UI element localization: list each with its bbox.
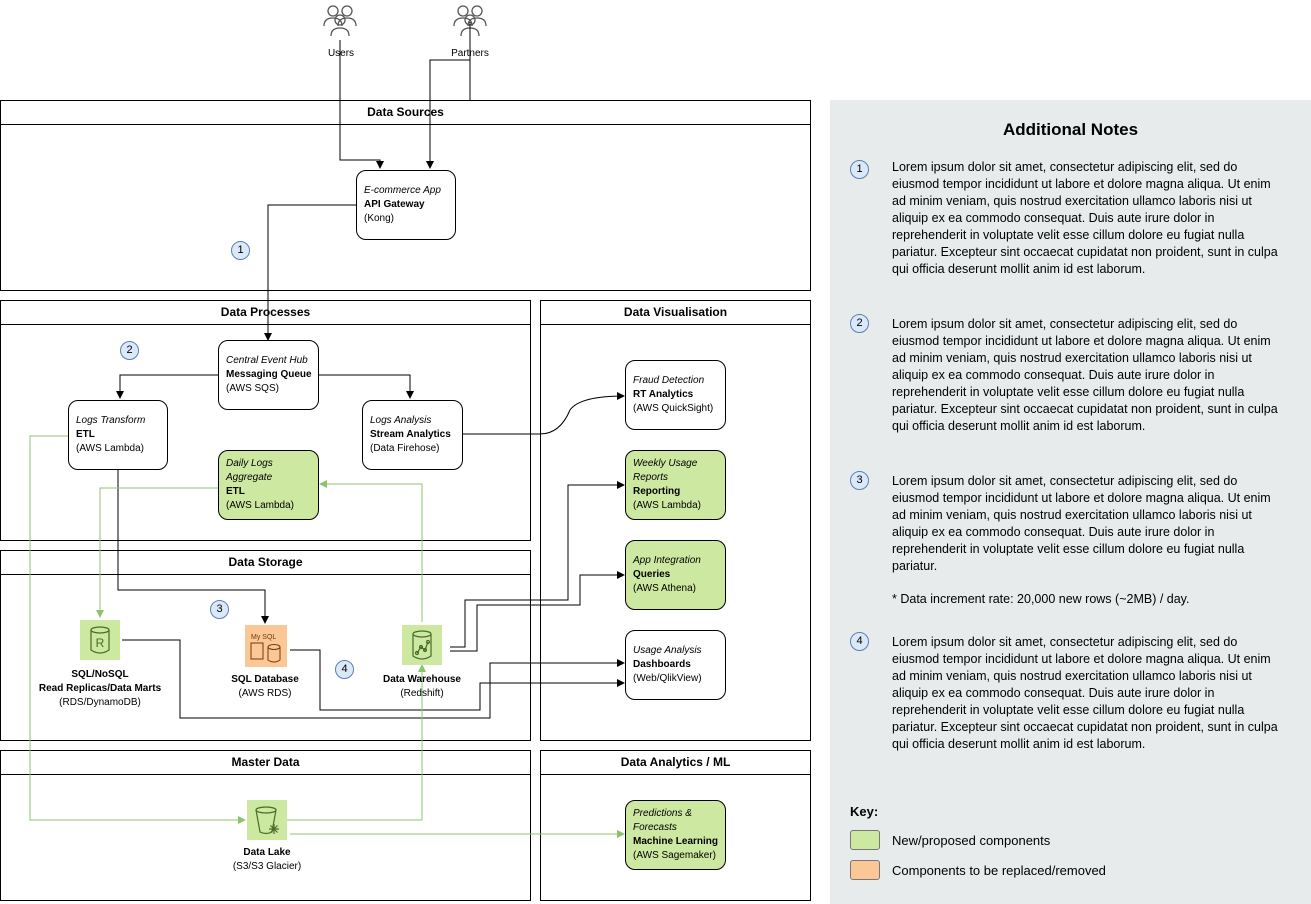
section-title: Data Storage — [1, 551, 530, 575]
node-italic: Predictions & — [633, 808, 692, 819]
label-title: SQL Database — [231, 674, 299, 685]
node-italic: Usage Analysis — [633, 645, 702, 656]
api-gateway-node[interactable]: E-commerce App API Gateway (Kong) — [356, 170, 456, 240]
node-italic: Logs Transform — [76, 415, 146, 426]
label-sub: (Redshift) — [400, 688, 444, 699]
node-italic: Daily Logs — [226, 458, 273, 469]
node-italic: Central Event Hub — [226, 355, 308, 366]
step-badge-3: 3 — [210, 600, 229, 619]
key-new-label: New/proposed components — [892, 833, 1051, 848]
additional-notes-panel: Additional Notes 1 Lorem ipsum dolor sit… — [830, 100, 1311, 904]
mysql-database-icon-graphic: My SQL — [250, 634, 281, 663]
node-sub: (AWS Lambda) — [76, 443, 144, 454]
node-title: API Gateway — [364, 199, 425, 210]
node-title: Dashboards — [633, 659, 691, 670]
node-italic: Aggregate — [226, 472, 273, 483]
note-footnote-3: * Data increment rate: 20,000 new rows (… — [892, 592, 1190, 606]
note-badge-3: 3 — [850, 471, 869, 490]
daily-logs-node[interactable]: Daily Logs Aggregate ETL (AWS Lambda) — [218, 450, 319, 520]
label-sub: (S3/S3 Glacier) — [232, 861, 302, 872]
node-sub: (AWS Athena) — [633, 583, 696, 594]
node-title: Machine Learning — [633, 836, 719, 847]
logs-transform-node[interactable]: Logs Transform ETL (AWS Lambda) — [68, 400, 168, 470]
rds-database-icon-graphic: R — [90, 626, 110, 654]
section-title: Data Processes — [1, 301, 530, 325]
connector-lines — [29, 22, 625, 838]
event-hub-node[interactable]: Central Event Hub Messaging Queue (AWS S… — [218, 340, 319, 410]
node-sub: (AWS Sagemaker) — [633, 850, 716, 861]
node-italic: App Integration — [633, 555, 701, 566]
section-title: Data Analytics / ML — [541, 751, 810, 775]
data-lake-label: Data Lake (S3/S3 Glacier) — [207, 846, 327, 874]
node-title: Stream Analytics — [370, 429, 451, 440]
sql-nosql-label: SQL/NoSQL Read Replicas/Data Marts (RDS/… — [20, 668, 180, 710]
fraud-node[interactable]: Fraud Detection RT Analytics (AWS QuickS… — [625, 360, 726, 430]
key-swatch-new — [850, 830, 880, 850]
warehouse-icon[interactable] — [402, 625, 442, 665]
node-title: ETL — [226, 486, 245, 497]
node-title: RT Analytics — [633, 389, 694, 400]
node-title: ETL — [76, 429, 95, 440]
users-label: Users — [327, 48, 355, 59]
step-badge-1: 1 — [231, 241, 250, 260]
note-badge-2: 2 — [850, 314, 869, 333]
data-lake-icon[interactable] — [247, 800, 287, 840]
mysql-database-icon[interactable]: My SQL — [245, 625, 287, 667]
label-title: SQL/NoSQL — [71, 669, 129, 680]
node-title: Reporting — [633, 486, 681, 497]
note-text-1: Lorem ipsum dolor sit amet, consectetur … — [892, 160, 1278, 276]
app-integration-node[interactable]: App Integration Queries (AWS Athena) — [625, 540, 726, 610]
node-title: Messaging Queue — [226, 369, 312, 380]
sql-database-label: SQL Database (AWS RDS) — [205, 673, 325, 701]
step-badge-4: 4 — [335, 660, 354, 679]
note-text-2: Lorem ipsum dolor sit amet, consectetur … — [892, 317, 1278, 433]
mysql-glyph: My SQL — [251, 634, 276, 641]
node-sub: (AWS QuickSight) — [633, 403, 714, 414]
warehouse-label: Data Warehouse (Redshift) — [362, 673, 482, 701]
section-title: Master Data — [1, 751, 530, 775]
node-italic: E-commerce App — [364, 185, 441, 196]
node-sub: (AWS Lambda) — [226, 500, 294, 511]
label-title: Data Warehouse — [383, 674, 461, 685]
weekly-node[interactable]: Weekly Usage Reports Reporting (AWS Lamb… — [625, 450, 726, 520]
logs-analysis-node[interactable]: Logs Analysis Stream Analytics (Data Fir… — [362, 400, 463, 470]
users-icon — [323, 5, 357, 37]
key-title: Key: — [850, 804, 879, 819]
note-text-3: Lorem ipsum dolor sit amet, consectetur … — [892, 474, 1271, 573]
label-sub: (AWS RDS) — [238, 688, 292, 699]
label-sub: (RDS/DynamoDB) — [59, 697, 141, 708]
data-lake-icon-graphic — [255, 806, 279, 835]
label-title: Read Replicas/Data Marts — [38, 683, 162, 694]
section-title: Data Visualisation — [541, 301, 810, 325]
key-replaced-label: Components to be replaced/removed — [892, 863, 1106, 878]
node-italic: Forecasts — [633, 822, 677, 833]
node-sub: (Web/QlikView) — [633, 673, 702, 684]
node-italic: Fraud Detection — [633, 375, 705, 386]
predictions-node[interactable]: Predictions & Forecasts Machine Learning… — [625, 800, 726, 870]
rds-database-icon[interactable]: R — [80, 620, 120, 660]
node-title: Queries — [633, 569, 671, 580]
key-swatch-replaced — [850, 860, 880, 880]
note-text-4: Lorem ipsum dolor sit amet, consectetur … — [892, 635, 1278, 751]
notes-title: Additional Notes — [1002, 120, 1139, 139]
label-title: Data Lake — [243, 847, 291, 858]
section-title: Data Sources — [1, 101, 810, 125]
node-italic: Logs Analysis — [370, 415, 432, 426]
node-sub: (Data Firehose) — [370, 443, 440, 454]
node-italic: Reports — [633, 472, 669, 483]
note-badge-4: 4 — [850, 632, 869, 651]
note-badge-1: 1 — [850, 160, 869, 179]
node-sub: (AWS SQS) — [226, 383, 279, 394]
warehouse-icon-graphic — [412, 630, 432, 660]
usage-node[interactable]: Usage Analysis Dashboards (Web/QlikView) — [625, 630, 726, 700]
node-italic: Weekly Usage — [633, 458, 698, 469]
rds-glyph: R — [96, 636, 105, 650]
node-sub: (Kong) — [364, 213, 395, 224]
step-badge-2: 2 — [120, 341, 139, 360]
node-sub: (AWS Lambda) — [633, 500, 701, 511]
